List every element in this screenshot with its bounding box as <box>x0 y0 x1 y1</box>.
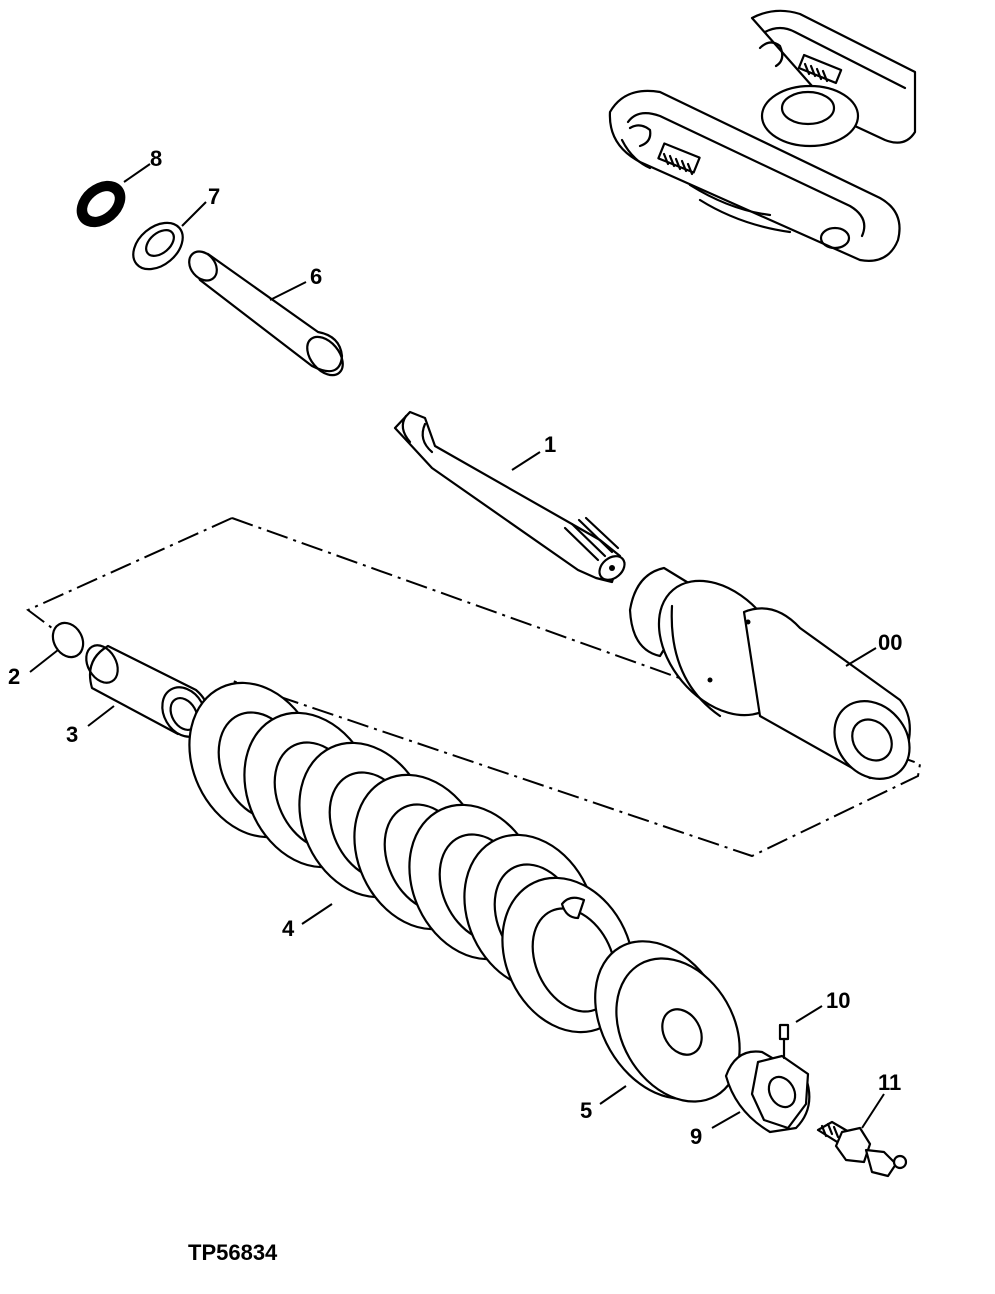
washer-part <box>132 221 184 271</box>
callout-10: 10 <box>826 988 850 1013</box>
o-ring-part <box>51 621 85 659</box>
callout-1: 1 <box>544 432 556 457</box>
spring-seat-part <box>594 940 741 1103</box>
callout-6: 6 <box>310 264 322 289</box>
rod-part <box>393 410 626 584</box>
callout-3: 3 <box>66 722 78 747</box>
spring-part <box>188 681 635 1034</box>
callout-4: 4 <box>282 916 295 941</box>
track-frame-thumbnail <box>608 9 917 262</box>
cylinder-part <box>628 566 911 780</box>
pin-part <box>188 250 344 377</box>
callout-5: 5 <box>580 1098 592 1123</box>
callout-8: 8 <box>150 146 162 171</box>
callout-00: 00 <box>878 630 902 655</box>
seal-part <box>76 180 126 228</box>
callout-11: 11 <box>878 1070 901 1095</box>
grease-fitting-part <box>816 1120 908 1178</box>
nut-part <box>724 1050 811 1134</box>
small-pin-part <box>778 1023 790 1060</box>
callout-2: 2 <box>8 664 20 689</box>
leader-lines <box>29 163 885 1129</box>
callout-7: 7 <box>208 184 220 209</box>
callout-9: 9 <box>690 1124 702 1149</box>
figure-id: TP56834 <box>188 1240 278 1265</box>
